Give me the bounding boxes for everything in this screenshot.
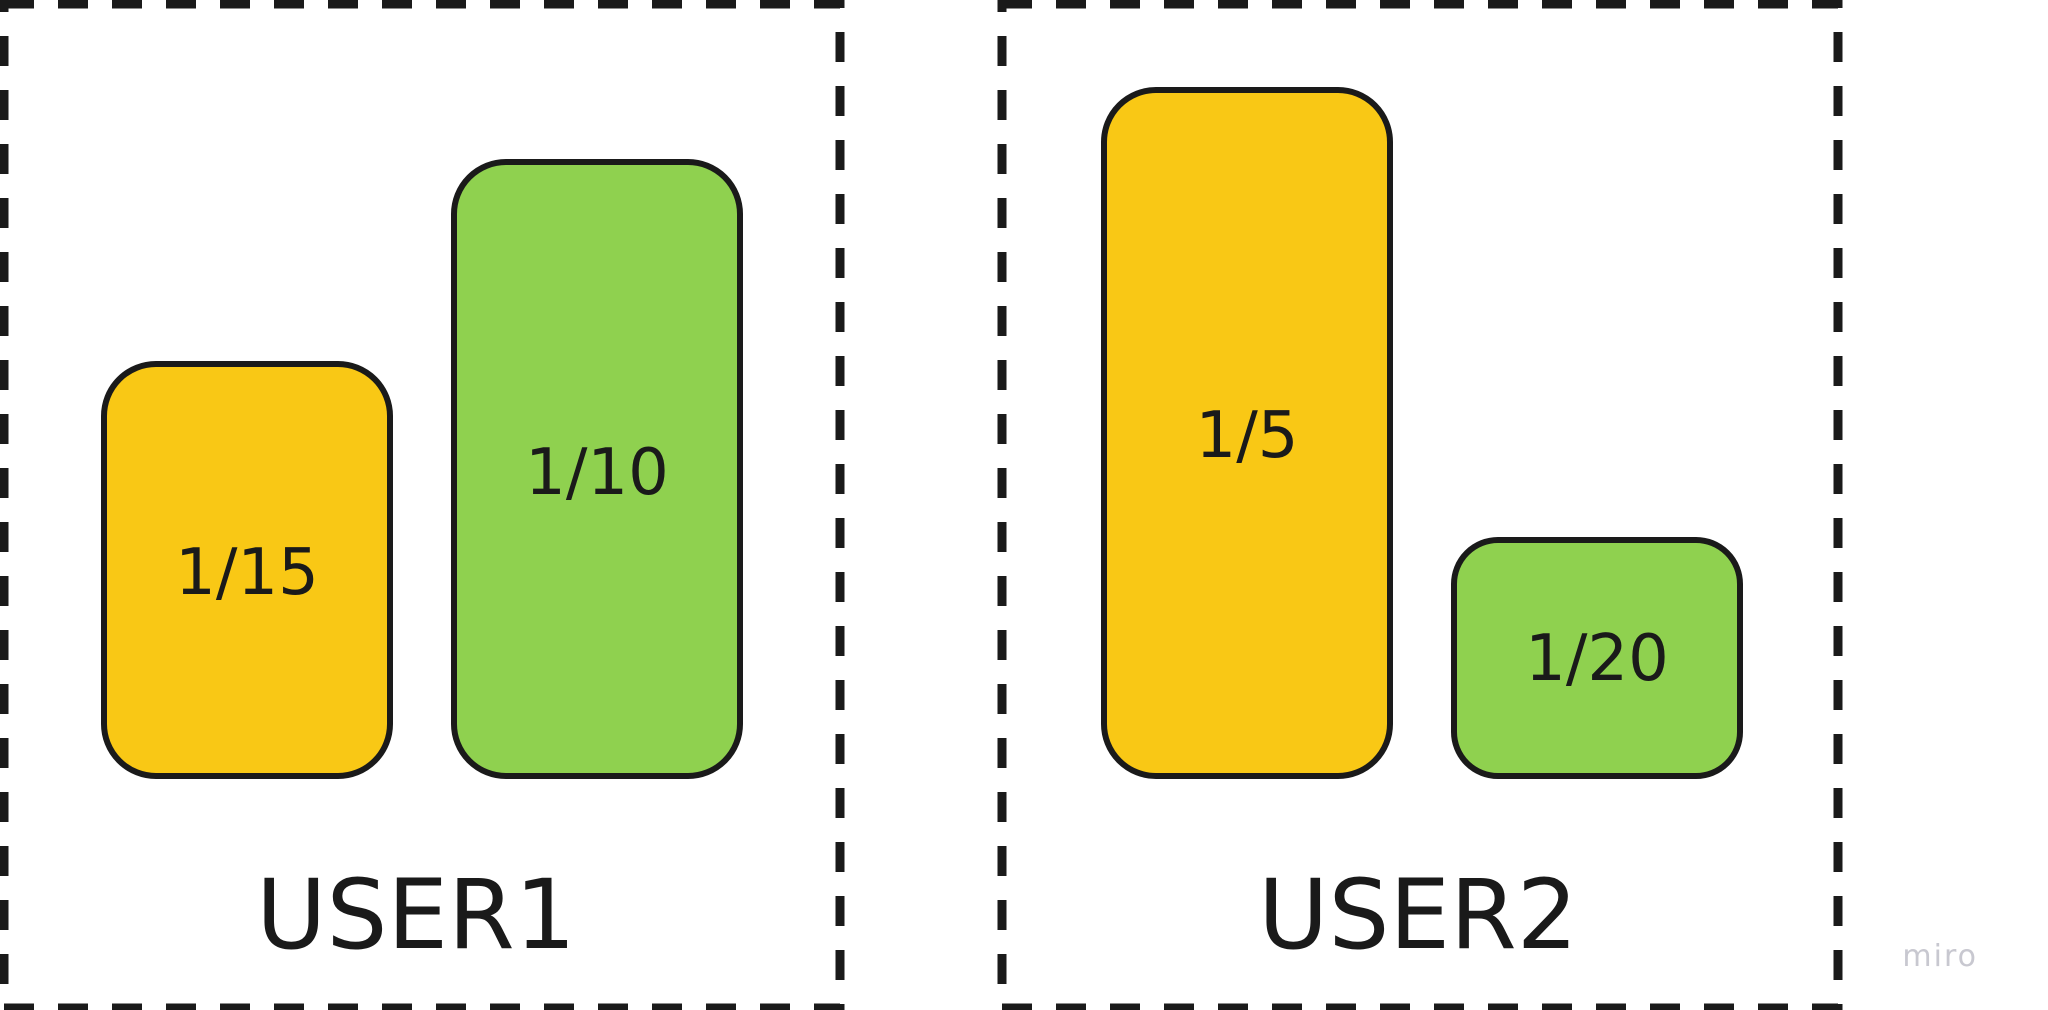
group-label-user2: USER2 xyxy=(1258,859,1578,971)
block-label-user2-2: 1/20 xyxy=(1525,622,1669,696)
block-user2-2[interactable] xyxy=(1451,537,1743,779)
block-label-user1-2: 1/10 xyxy=(525,436,669,510)
block-user1-1[interactable] xyxy=(101,361,393,779)
group-label-user1: USER1 xyxy=(256,859,576,971)
block-label-user2-1: 1/5 xyxy=(1196,399,1299,473)
block-label-user1-1: 1/15 xyxy=(175,536,319,610)
block-user1-2[interactable] xyxy=(451,159,743,779)
block-user2-1[interactable] xyxy=(1101,87,1393,779)
miro-watermark: miro xyxy=(1902,939,1978,974)
